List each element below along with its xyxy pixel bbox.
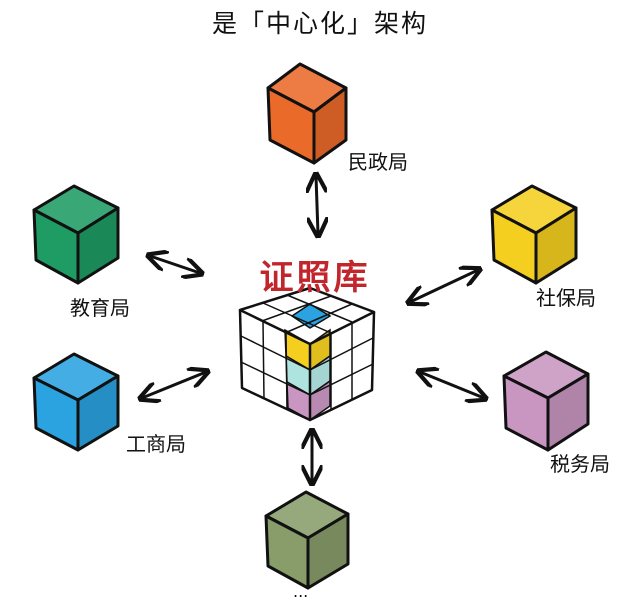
arrow-jiaoyu	[150, 256, 200, 273]
cube-more	[264, 490, 350, 590]
center-label: 证照库	[259, 258, 371, 298]
central-grid-cube	[238, 286, 376, 422]
cube-jiaoyu	[32, 184, 120, 285]
arrow-gongshang	[142, 372, 206, 398]
diagram-title: 是「中心化」架构	[211, 9, 428, 38]
cube-minzheng	[266, 62, 348, 165]
cube-shuiwu	[502, 350, 590, 452]
label-shebao: 社保局	[536, 286, 596, 310]
label-gongshang: 工商局	[126, 432, 186, 456]
arrow-shuiwu	[420, 372, 484, 398]
label-shuiwu: 税务局	[550, 452, 610, 476]
arrow-minzheng	[316, 176, 318, 234]
label-more: ...	[293, 582, 309, 601]
label-jiaoyu: 教育局	[70, 296, 130, 320]
cube-shebao	[490, 184, 578, 285]
cube-gongshang	[32, 352, 120, 452]
arrow-shebao	[410, 270, 478, 302]
label-minzheng: 民政局	[348, 150, 408, 174]
